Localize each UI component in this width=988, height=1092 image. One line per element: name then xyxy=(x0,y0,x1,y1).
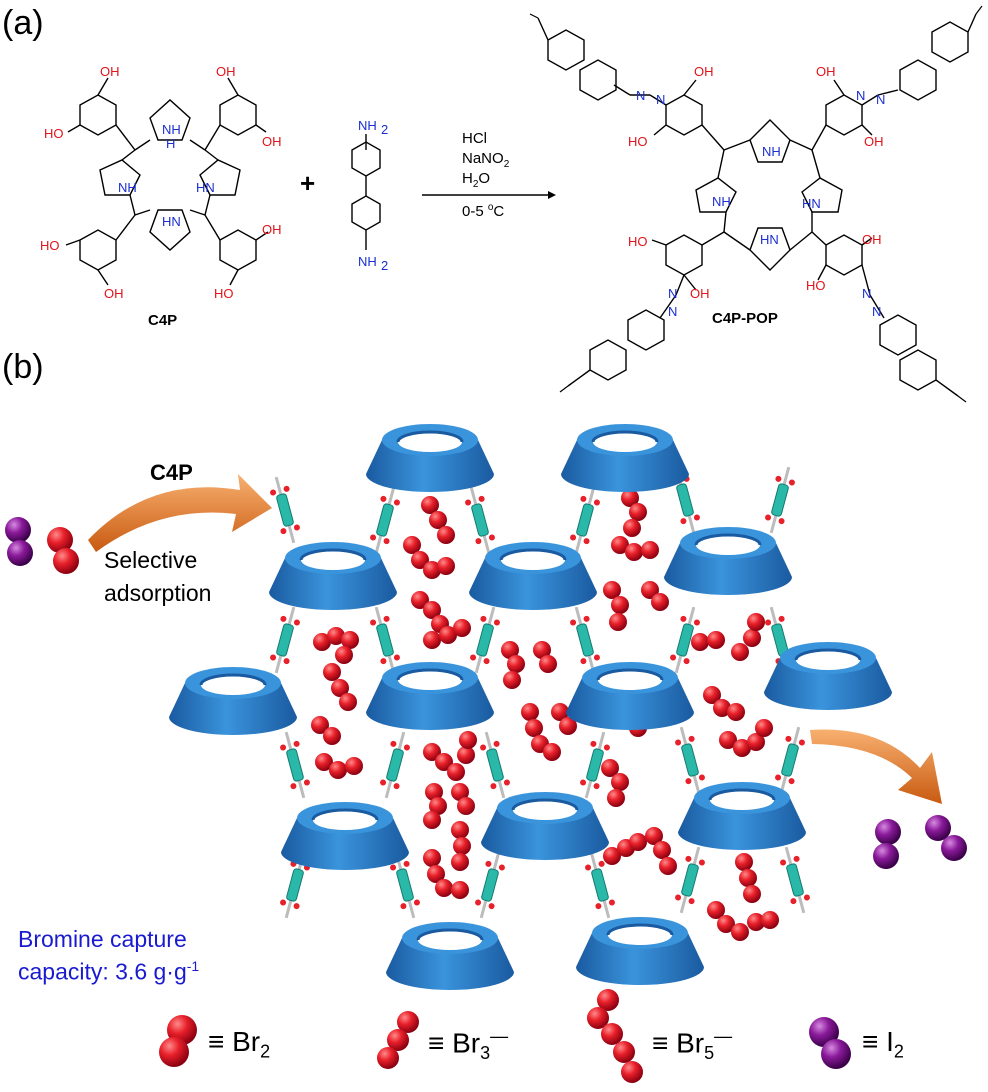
oh-label: OH xyxy=(100,64,120,79)
hn-label: HN xyxy=(802,196,821,211)
legend-equiv-sign: ≡ xyxy=(428,1027,445,1059)
oh-label: OH xyxy=(216,64,236,79)
legend-br5-charge: — xyxy=(714,1026,733,1046)
condition-temp-text: 0-5 xyxy=(462,203,488,220)
c4p-structure: OH HO OH OH HO OH OH HO NH H NH HN HN xyxy=(40,64,282,301)
panel-b-label: (b) xyxy=(2,348,44,386)
hn-label: HN xyxy=(760,232,779,247)
benzidine-structure: NH 2 NH 2 xyxy=(351,118,388,273)
legend-br5-icon xyxy=(587,989,643,1083)
reactant1-name: C4P xyxy=(148,312,178,329)
legend-br3-icon xyxy=(377,1011,419,1069)
capture-value: capacity: 3.6 g·g xyxy=(18,958,187,985)
nh2-sub: 2 xyxy=(381,122,388,137)
azo-n: N xyxy=(668,304,677,319)
output-iodine xyxy=(873,815,967,869)
legend-br2-text: Br xyxy=(232,1026,261,1057)
legend-br3-sub: 3 xyxy=(480,1042,491,1063)
legend-i2-sub: 2 xyxy=(893,1041,904,1062)
legend-equiv-sign: ≡ xyxy=(652,1027,669,1059)
capture-unit-sup: -1 xyxy=(186,958,200,974)
adsorption-arrow xyxy=(88,474,272,552)
legend-br5-sub: 5 xyxy=(704,1042,715,1063)
nh2-label: NH xyxy=(358,254,377,269)
ho-label: HO xyxy=(214,286,234,301)
condition-nano2-text: NaNO xyxy=(462,150,504,167)
reaction-arrow xyxy=(422,191,556,199)
legend-i2-text: I xyxy=(886,1026,894,1057)
azo-n: N xyxy=(862,286,871,301)
legend-equiv-sign: ≡ xyxy=(862,1026,879,1057)
oh-label: OH xyxy=(816,64,836,79)
legend-i2: ≡ I2 xyxy=(862,1026,904,1063)
condition-hcl: HCl xyxy=(462,130,487,147)
azo-n: N xyxy=(656,92,665,107)
panel-a-label: (a) xyxy=(2,4,44,42)
condition-h2o-o: O xyxy=(478,170,491,187)
legend-i2-icon xyxy=(809,1017,851,1069)
hn-label: HN xyxy=(162,214,181,229)
condition-temp-sup: o xyxy=(487,202,494,213)
legend-br3-text: Br xyxy=(452,1027,481,1059)
azo-n: N xyxy=(876,92,885,107)
oh-label: OH xyxy=(104,286,124,301)
oh-label: OH xyxy=(262,134,282,149)
azo-n: N xyxy=(636,88,645,103)
plus-sign: + xyxy=(300,168,316,198)
h-label: H xyxy=(166,136,175,151)
condition-h2o-h: H xyxy=(462,170,473,187)
ho-label: HO xyxy=(628,134,648,149)
nh-label: NH xyxy=(712,194,731,209)
nh-label: NH xyxy=(162,122,181,137)
condition-temp: 0-5 oC xyxy=(462,202,504,220)
hn-label: HN xyxy=(196,180,215,195)
legend-br2-icon xyxy=(159,1015,197,1067)
nh-label: NH xyxy=(118,180,137,195)
oh-label: OH xyxy=(690,286,710,301)
condition-temp-unit: C xyxy=(493,203,505,220)
legend-br2-sub: 2 xyxy=(260,1041,271,1062)
legend-br3: ≡ Br3— xyxy=(428,1026,508,1064)
legend-br5: ≡ Br5— xyxy=(652,1026,732,1064)
nh-label: NH xyxy=(762,144,781,159)
azo-n: N xyxy=(668,286,677,301)
legend-br2: ≡ Br2 xyxy=(208,1026,270,1063)
ho-label: HO xyxy=(806,278,826,293)
azo-n: N xyxy=(872,304,881,319)
input-molecules xyxy=(5,517,79,574)
arrow-text-line2: adsorption xyxy=(104,580,212,606)
azo-n: N xyxy=(856,88,865,103)
capture-capacity-line2: capacity: 3.6 g·g-1 xyxy=(18,958,199,986)
nh2-sub: 2 xyxy=(381,258,388,273)
legend-br3-charge: — xyxy=(490,1026,509,1046)
oh-label: OH xyxy=(262,222,282,237)
legend-br5-text: Br xyxy=(676,1027,705,1059)
oh-label: OH xyxy=(864,134,884,149)
capture-capacity-line1: Bromine capture xyxy=(18,926,187,952)
release-arrow xyxy=(810,729,942,804)
arrow-title: C4P xyxy=(150,460,193,485)
arrow-text-line1: Selective xyxy=(104,547,198,573)
ho-label: HO xyxy=(628,234,648,249)
oh-label: OH xyxy=(694,64,714,79)
oh-label: OH xyxy=(862,232,882,247)
ho-label: HO xyxy=(40,238,60,253)
condition-nano2: NaNO2 xyxy=(462,150,509,170)
nh2-label: NH xyxy=(358,118,377,133)
c4p-pop-structure: OH HO OH OH HO OH OH HO N N N N N N N N … xyxy=(529,5,983,403)
condition-nano2-sub: 2 xyxy=(503,159,510,170)
condition-h2o: H2O xyxy=(462,170,490,190)
legend-equiv-sign: ≡ xyxy=(208,1026,225,1057)
product-name: C4P-POP xyxy=(712,310,778,327)
ho-label: HO xyxy=(44,126,64,141)
condition-h2o-sub: 2 xyxy=(472,179,479,190)
